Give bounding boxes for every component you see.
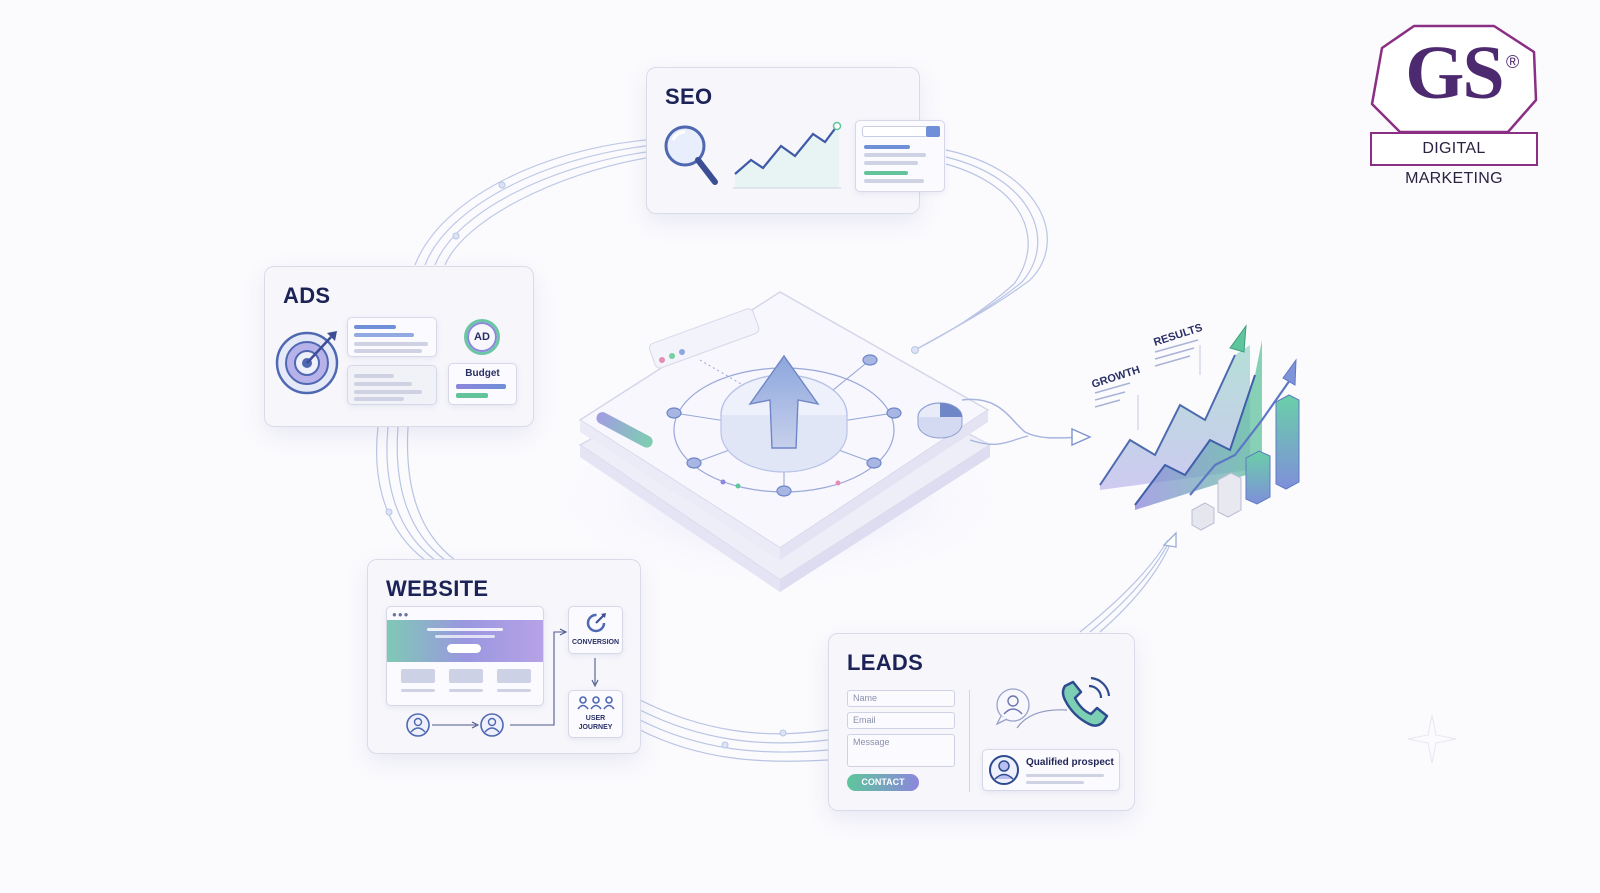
budget-widget: Budget — [448, 363, 517, 405]
search-icon — [926, 126, 940, 137]
qualified-prospect-label: Qualified prospect — [1026, 757, 1114, 768]
pie-chart-icon — [917, 402, 963, 439]
website-title: WEBSITE — [386, 576, 489, 601]
feature-block-3 — [497, 669, 531, 683]
leads-divider — [969, 690, 970, 792]
name-field[interactable]: Name — [847, 690, 955, 707]
leads-arrowhead-icon — [1162, 531, 1177, 548]
bar-3 — [1245, 450, 1271, 505]
logo-shield — [1370, 24, 1538, 134]
logo-tagline: DIGITAL MARKETING — [1370, 132, 1538, 187]
target-icon — [275, 331, 339, 395]
ads-card: ADS AD Budget — [264, 266, 534, 427]
feature-block-1 — [401, 669, 435, 683]
user-avatar-icon — [406, 713, 430, 737]
phone-call-icon — [1061, 676, 1111, 727]
email-field[interactable]: Email — [847, 712, 955, 729]
serp-window — [855, 120, 945, 192]
results-chart: GROWTH RESULTS — [1090, 322, 1300, 531]
growth-arrow-icon — [748, 354, 820, 449]
bar-1 — [1191, 502, 1215, 531]
prospect-chat-icon — [995, 688, 1030, 726]
hero-cta-button[interactable] — [447, 644, 481, 653]
qualified-prospect-card: Qualified prospect — [982, 749, 1120, 791]
seo-title: SEO — [665, 84, 713, 109]
connector-seo-ads — [414, 139, 647, 266]
ads-title: ADS — [283, 283, 331, 308]
user-avatar-icon-2 — [480, 713, 504, 737]
connector-ads-website — [376, 426, 456, 561]
connector-seo-platform — [914, 149, 1048, 351]
leads-card: LEADS Name Email Message CONTACT Qualifi… — [828, 633, 1135, 811]
platform-to-results-connector — [961, 398, 1083, 439]
prospect-avatar-icon — [989, 755, 1019, 785]
ad-creative-top — [347, 317, 437, 357]
leads-title: LEADS — [847, 650, 924, 675]
users-group-icon — [577, 696, 615, 710]
website-mockup: ●●● — [386, 606, 544, 706]
conversion-label: CONVERSION — [571, 639, 620, 646]
contact-button[interactable]: CONTACT — [847, 774, 919, 791]
connector-leads-results — [1079, 539, 1173, 633]
seo-trend-chart — [733, 121, 842, 189]
feature-block-2 — [449, 669, 483, 683]
user-journey-label-line1: USER — [585, 715, 606, 722]
user-journey-box: USER JOURNEY — [568, 690, 623, 738]
serp-search-bar — [862, 126, 928, 137]
logo-letters: GS — [1405, 31, 1504, 115]
connector-website-leads — [639, 699, 829, 762]
results-arrowhead-icon — [1071, 427, 1092, 447]
brand-logo: GS ® DIGITAL MARKETING — [1368, 24, 1540, 187]
conversion-icon — [586, 613, 606, 633]
window-dots-icon: ●●● — [392, 610, 410, 619]
conversion-box: CONVERSION — [568, 606, 623, 654]
hero-banner — [387, 620, 543, 662]
central-platform — [578, 291, 992, 592]
bar-2 — [1217, 472, 1242, 518]
lead-connector-line — [1016, 709, 1068, 729]
magnifier-icon — [664, 125, 718, 185]
bar-4 — [1275, 394, 1300, 490]
registered-mark: ® — [1506, 52, 1520, 72]
ad-creative-bottom — [347, 365, 437, 405]
budget-label: Budget — [465, 368, 500, 379]
connector-nodes — [385, 181, 919, 749]
message-field[interactable]: Message — [847, 734, 955, 767]
user-journey-label-line2: JOURNEY — [578, 724, 613, 731]
sparkle-icon — [1407, 714, 1457, 764]
website-card: WEBSITE ●●● CONVERSION — [367, 559, 641, 754]
website-flow-connectors — [406, 628, 599, 737]
ad-badge-icon: AD — [464, 319, 500, 355]
